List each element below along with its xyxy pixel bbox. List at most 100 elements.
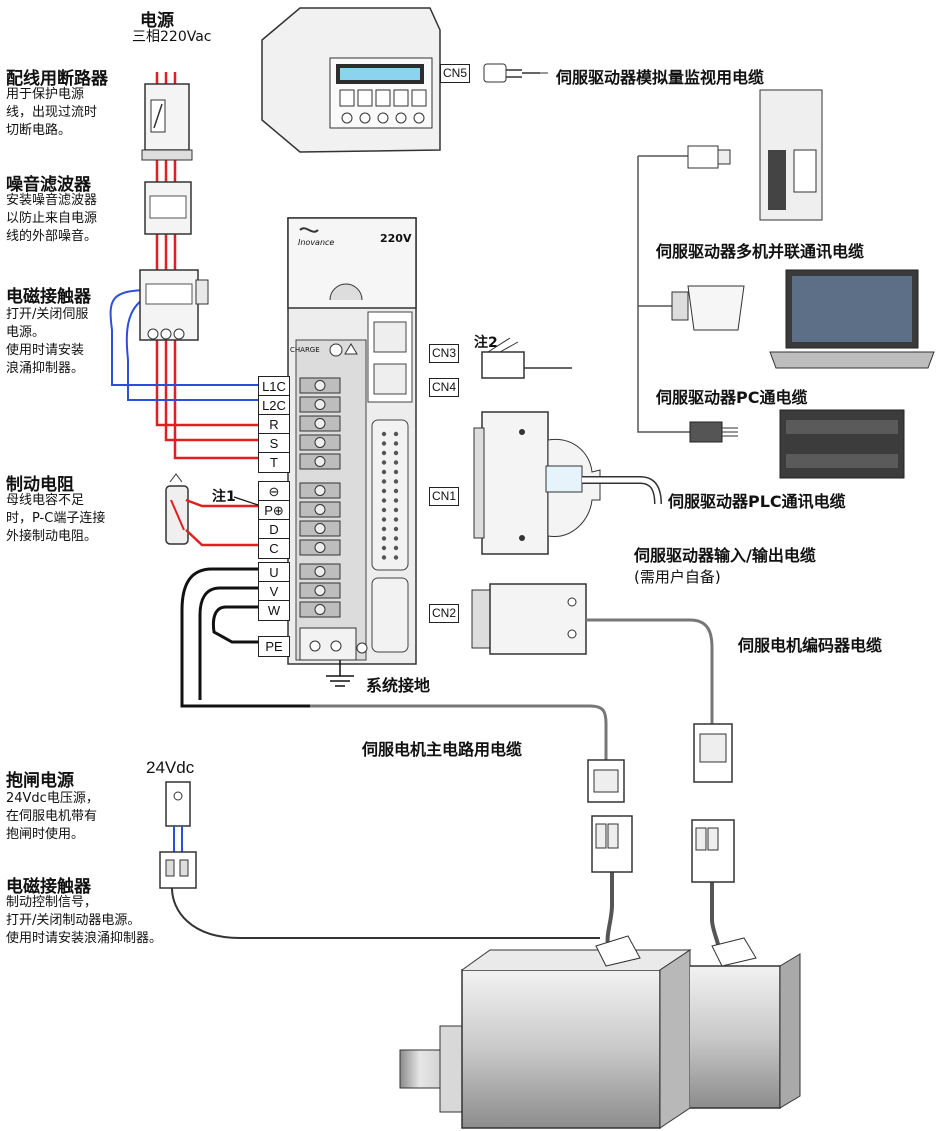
- keypad-unit: [261, 7, 441, 153]
- terminal-d: D: [258, 519, 290, 540]
- encoder-cable-caption: 伺服电机编码器电缆: [738, 636, 883, 655]
- cn1-pin: [381, 526, 387, 532]
- brake-power-supply: [165, 781, 191, 827]
- noise-filter-title: 噪音滤波器: [6, 175, 91, 195]
- charge-label: CHARGE: [290, 346, 320, 354]
- main-cable-plug: [587, 759, 633, 873]
- screw-head: [314, 380, 326, 391]
- cn1-pin: [393, 536, 399, 541]
- cn1-pin: [381, 479, 387, 484]
- breaker-line-1: 用于保护电源: [6, 87, 85, 102]
- cn1-pin: [393, 469, 399, 475]
- magnetic-contactor: [139, 269, 209, 341]
- terminal-l2c: L2C: [258, 395, 290, 416]
- brake-contactor-line-3: 使用时请安装浪涌抑制器。: [6, 931, 163, 946]
- terminal-v: V: [258, 581, 290, 602]
- screw-head: [314, 523, 326, 534]
- brake-contactor-title: 电磁接触器: [6, 877, 91, 897]
- cn2-label: CN2: [429, 604, 460, 623]
- note2-label: 注2: [474, 335, 498, 351]
- brake-power-line-2: 在伺服电机带有: [6, 809, 98, 824]
- encoder-cable-plug: [691, 723, 735, 883]
- circuit-breaker: [141, 83, 193, 161]
- cn1-pin: [381, 507, 387, 513]
- brake-resistor-line-2: 时，P-C端子连接: [6, 511, 106, 526]
- brake-power-title: 抱闸电源: [6, 771, 74, 791]
- cn3-label: CN3: [429, 344, 460, 363]
- brake-resistor-wires: [185, 498, 262, 547]
- db9-plug: [652, 285, 745, 331]
- screw-head: [314, 418, 326, 429]
- screw-head: [314, 585, 326, 596]
- contactor-line-2: 电源。: [6, 325, 46, 340]
- io-cable-caption: 伺服驱动器输入/输出电缆: [634, 546, 816, 565]
- ground-caption: 系统接地: [366, 676, 431, 695]
- encoder-connector: [471, 583, 587, 655]
- brand-logo: Inovance: [298, 238, 335, 247]
- cn1-pin: [393, 431, 399, 437]
- main-cable-caption: 伺服电机主电路用电缆: [362, 740, 523, 759]
- rj45-plug: [652, 145, 731, 169]
- terminal-blocks: [299, 377, 341, 618]
- brake-cable: [171, 887, 600, 939]
- ground-symbol: [326, 660, 354, 687]
- breaker-line-2: 线，出现过流时: [6, 105, 98, 120]
- screw-head: [314, 504, 326, 515]
- encoder-cable: [586, 618, 714, 724]
- brake-resistor-line-1: 母线电容不足: [6, 493, 85, 508]
- plc-plug: [652, 421, 738, 443]
- plc-cable-caption: 伺服驱动器PLC通讯电缆: [668, 492, 846, 511]
- drive-voltage: 220V: [380, 232, 412, 245]
- terminal-s: S: [258, 433, 290, 454]
- noise-filter: [144, 181, 192, 235]
- cn4-label: CN4: [429, 378, 460, 397]
- brake-resistor: [165, 473, 189, 545]
- monitor-cable-caption: 伺服驱动器模拟量监视用电缆: [556, 68, 765, 87]
- brake-resistor-line-3: 外接制动电阻。: [6, 529, 98, 544]
- screw-head: [314, 542, 326, 553]
- breaker-title: 配线用断路器: [6, 69, 108, 89]
- screw-head: [314, 399, 326, 410]
- contactor-line-3: 使用时请安装: [6, 343, 85, 358]
- screw-head: [314, 456, 326, 467]
- cn1-pin: [381, 517, 387, 522]
- cn1-pin: [393, 498, 399, 503]
- noise-filter-line-2: 以防止来自电源: [6, 211, 98, 226]
- terminal-r: R: [258, 414, 290, 435]
- plc: [779, 409, 905, 479]
- cn1-pin: [393, 441, 399, 446]
- laptop: [769, 269, 935, 369]
- cn1-pin: [381, 555, 387, 560]
- cn1-pin: [381, 431, 387, 437]
- cn1-pins: [381, 431, 399, 560]
- cn1-pin: [381, 450, 387, 456]
- cn1-pin: [393, 555, 399, 560]
- screw-head: [314, 437, 326, 448]
- noise-filter-line-3: 线的外部噪音。: [6, 229, 98, 244]
- terminal-n: ⊖: [258, 481, 290, 502]
- cn1-pin: [381, 441, 387, 446]
- screw-head: [314, 566, 326, 577]
- cn1-pin: [393, 517, 399, 522]
- terminal-pe: PE: [258, 636, 290, 657]
- cn1-pin: [381, 498, 387, 503]
- note1-pointer: [233, 496, 259, 506]
- pc-cable-caption: 伺服驱动器PC通电缆: [656, 388, 808, 407]
- cn1-pin: [393, 545, 399, 551]
- terminal-p: P⊕: [258, 500, 290, 521]
- cn1-pin: [381, 545, 387, 551]
- contactor-line-1: 打开/关闭伺服: [6, 307, 89, 322]
- cn1-label: CN1: [429, 487, 460, 506]
- power-spec: 三相220Vac: [132, 29, 212, 45]
- cn1-pin: [393, 450, 399, 456]
- cn1-pin: [393, 526, 399, 532]
- cn1-pin: [381, 536, 387, 541]
- contactor-title: 电磁接触器: [6, 287, 91, 307]
- power-title: 电源: [140, 11, 174, 31]
- cn1-pin: [393, 460, 399, 465]
- brake-contactor-line-1: 制动控制信号，: [6, 895, 98, 910]
- cn1-pin: [393, 488, 399, 494]
- io-cable-note: (需用户自备): [634, 568, 721, 586]
- io-connector: [473, 411, 662, 555]
